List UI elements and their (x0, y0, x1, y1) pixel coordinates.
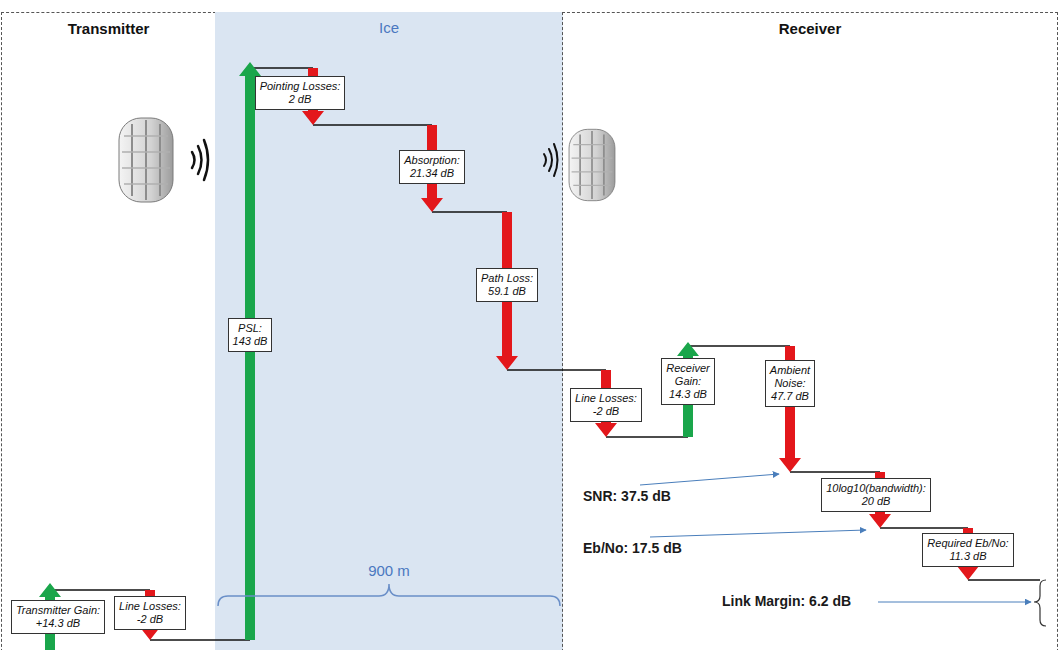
gain-box: Receiver Gain:14.3 dB (661, 358, 714, 405)
step-value: -2 dB (119, 613, 181, 626)
step-name: 10log10(bandwidth): (826, 482, 926, 495)
loss-box: Pointing Losses:2 dB (255, 76, 346, 110)
loss-box: Ambient Noise:47.7 dB (765, 360, 815, 407)
loss-arrow (595, 370, 617, 437)
step-line (688, 345, 790, 347)
loss-box: Required Eb/No:11.3 dB (922, 533, 1013, 567)
gain-box: PSL:143 dB (228, 318, 273, 352)
step-lines (50, 68, 1040, 640)
tire-body (119, 118, 173, 202)
loss-arrow (302, 68, 324, 125)
step-name: Line Losses: (575, 392, 637, 405)
sound-wave (198, 146, 202, 174)
snr-label: SNR: 37.5 dB (583, 488, 671, 505)
step-value: 21.34 dB (404, 167, 460, 180)
leader-arrow (640, 474, 779, 485)
step-name: Path Loss: (481, 272, 533, 285)
step-line (968, 579, 1040, 581)
loss-box: Absorption:21.34 dB (399, 150, 465, 184)
step-value: 2 dB (260, 93, 341, 106)
distance-label: 900 m (368, 562, 410, 579)
step-line (432, 211, 507, 213)
step-value: 47.7 dB (770, 390, 810, 403)
sound-wave (554, 144, 558, 176)
step-line (50, 589, 150, 591)
gain-arrow (677, 342, 699, 437)
loss-box: 10log10(bandwidth):20 dB (821, 478, 931, 512)
step-name: Receiver Gain: (666, 362, 709, 388)
tire-tread (572, 145, 613, 186)
leader-arrow (650, 530, 866, 537)
step-line (507, 369, 606, 371)
loss-arrow (421, 125, 443, 212)
sound-wave (549, 149, 552, 171)
margin-label: Link Margin: 6.2 dB (722, 593, 851, 610)
step-value: -2 dB (575, 405, 637, 418)
loss-box: Line Losses:-2 dB (570, 388, 642, 422)
step-name: Pointing Losses: (260, 80, 341, 93)
loss-arrow (869, 472, 891, 528)
step-value: 59.1 dB (481, 285, 533, 298)
region-heading: Ice (215, 12, 563, 37)
loss-arrow (496, 212, 518, 370)
loss-box: Path Loss:59.1 dB (476, 268, 538, 302)
step-name: Line Losses: (119, 600, 181, 613)
tire-tread (580, 131, 604, 199)
tire-tread (132, 120, 160, 200)
step-line (150, 639, 250, 641)
sound-wave (544, 154, 546, 166)
sound-waves (192, 140, 208, 180)
loss-box: Line Losses:-2 dB (114, 596, 186, 630)
step-line (250, 67, 313, 69)
region-heading: Transmitter (2, 13, 215, 38)
ebno-label: Eb/No: 17.5 dB (583, 540, 682, 557)
gain-arrow (39, 583, 61, 650)
tire-icon (119, 118, 173, 202)
step-value: 14.3 dB (666, 388, 709, 401)
tire-tread (122, 136, 170, 184)
sound-waves (544, 144, 558, 176)
gain-arrow (239, 62, 261, 640)
step-value: +14.3 dB (16, 617, 100, 630)
step-line (790, 471, 880, 473)
step-value: 143 dB (233, 335, 268, 348)
step-name: PSL: (233, 322, 268, 335)
sound-wave (192, 152, 195, 168)
step-value: 11.3 dB (927, 550, 1008, 563)
gain-box: Transmitter Gain:+14.3 dB (11, 600, 105, 634)
step-line (313, 124, 432, 126)
waterfall-bars (39, 62, 979, 650)
loss-arrow (139, 590, 161, 640)
transmitter-region: TransmitterTransmitter Gain:+14.3 dB Line… (1, 12, 216, 650)
loss-arrow (779, 346, 801, 472)
step-line (606, 436, 688, 438)
sound-wave (204, 140, 208, 180)
step-name: Ambient Noise: (770, 364, 810, 390)
margin-brace (1034, 580, 1046, 626)
tire-icon (569, 129, 615, 200)
tire-body (569, 129, 615, 200)
loss-arrow (957, 528, 979, 580)
step-line (880, 527, 968, 529)
step-name: Transmitter Gain: (16, 604, 100, 617)
step-name: Required Eb/No: (927, 537, 1008, 550)
step-name: Absorption: (404, 154, 460, 167)
region-heading: Receiver (563, 13, 1057, 38)
distance-brace (218, 584, 560, 606)
step-value: 20 dB (826, 495, 926, 508)
leader-arrow (878, 602, 1031, 603)
